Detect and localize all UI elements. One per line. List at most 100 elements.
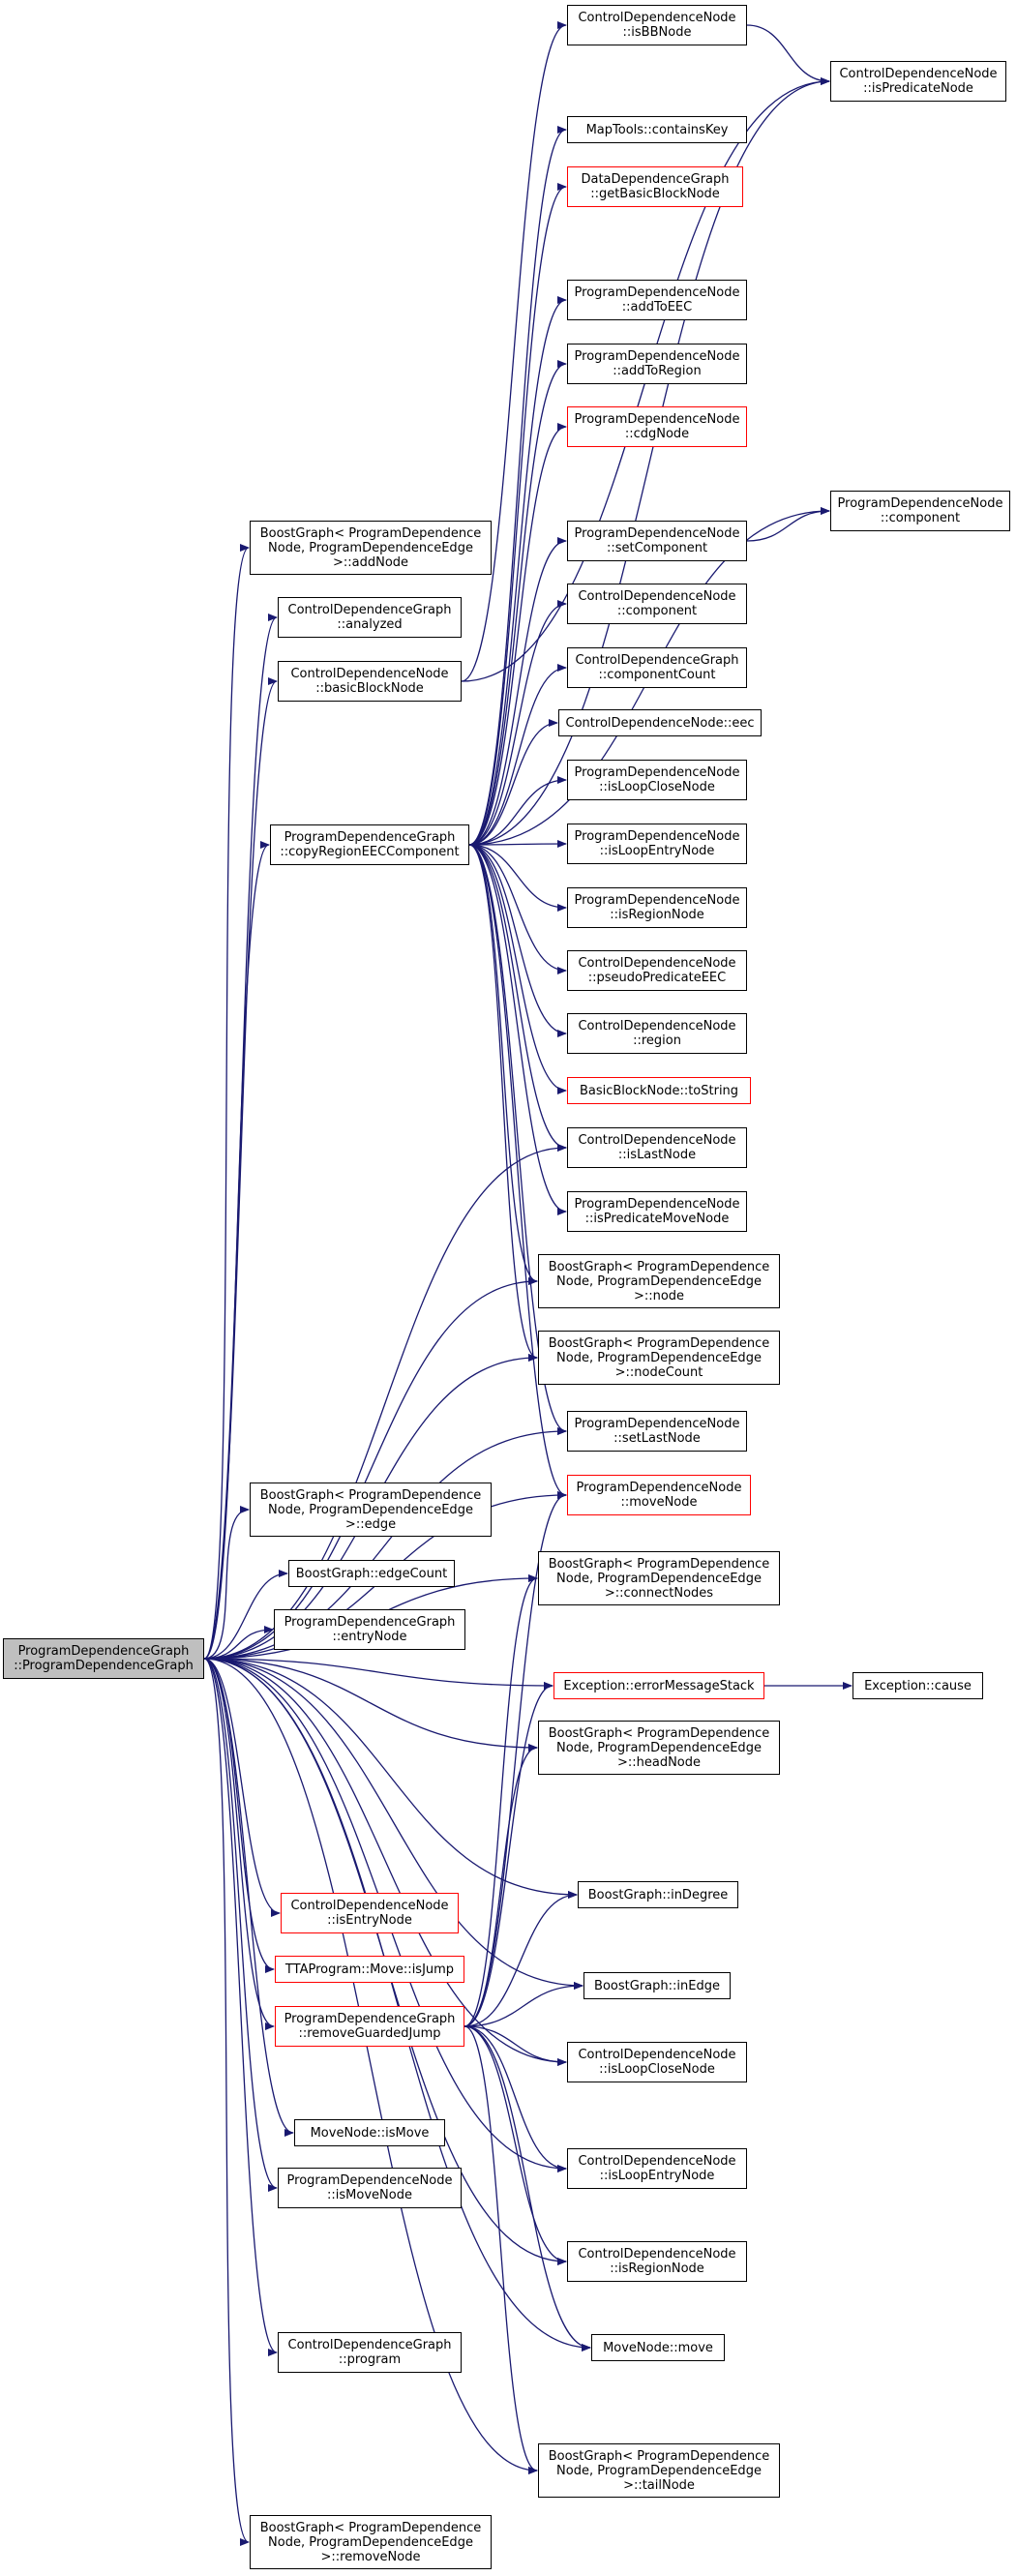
node-pdg-copy-region-eeccomponent[interactable]: ProgramDependenceGraph::copyRegionEECCom… (270, 824, 469, 865)
edge-pdg-copy-region-eeccomponent-to-cdn-region (468, 844, 567, 1037)
node-label-line: ::component (616, 604, 698, 618)
edge-pdg-root-to-exception-error-message-stack (203, 1658, 553, 1690)
node-cdn-eec[interactable]: ControlDependenceNode::eec (558, 709, 762, 736)
edge-pdg-root-to-bg-edge (203, 1506, 250, 1660)
edge-pdg-remove-guarded-jump-to-exception-error-message-stack (464, 1682, 553, 2027)
node-cdn-is-loop-close-node[interactable]: ControlDependenceNode::isLoopCloseNode (567, 2042, 747, 2082)
node-pdg-entry-node[interactable]: ProgramDependenceGraph::entryNode (274, 1609, 465, 1650)
node-movenode-is-move[interactable]: MoveNode::isMove (294, 2119, 445, 2146)
node-cdn-is-last-node[interactable]: ControlDependenceNode::isLastNode (567, 1127, 747, 1168)
node-bg-in-degree[interactable]: BoostGraph::inDegree (578, 1881, 738, 1908)
node-label-line: BasicBlockNode::toString (579, 1083, 739, 1098)
node-cdn-basic-block-node[interactable]: ControlDependenceNode::basicBlockNode (278, 661, 462, 702)
node-bg-edge-count[interactable]: BoostGraph::edgeCount (288, 1560, 455, 1587)
node-label-line: ProgramDependenceNode (574, 349, 740, 364)
edge-pdg-copy-region-eeccomponent-to-cdn-pseudo-predicate-eec (468, 844, 567, 974)
edge-pdg-root-to-cdn-is-loop-close-node (203, 1658, 567, 2066)
node-label-line: ::isPredicateMoveNode (584, 1212, 730, 1226)
node-maptools-contains-key[interactable]: MapTools::containsKey (567, 116, 747, 143)
node-label-line: MoveNode::move (603, 2340, 713, 2355)
node-label-line: ::isPredicateNode (863, 81, 973, 96)
edge-pdg-remove-guarded-jump-to-cdn-is-loop-entry-node (464, 2025, 567, 2172)
node-label-line: DataDependenceGraph (581, 172, 730, 187)
edge-pdg-root-to-movenode-is-move (203, 1658, 294, 2137)
node-label-line: ControlDependenceNode (578, 2048, 736, 2062)
node-label-line: ::isLoopCloseNode (599, 780, 715, 794)
node-pdn-cdg-node[interactable]: ProgramDependenceNode::cdgNode (567, 406, 747, 447)
node-cdn-is-loop-entry-node[interactable]: ControlDependenceNode::isLoopEntryNode (567, 2148, 747, 2189)
edge-pdg-remove-guarded-jump-to-bg-connect-nodes (464, 1574, 538, 2027)
node-pdn-is-loop-close-node[interactable]: ProgramDependenceNode::isLoopCloseNode (567, 760, 747, 800)
node-cdn-is-entry-node[interactable]: ControlDependenceNode::isEntryNode (281, 1893, 459, 1933)
edge-pdg-root-to-tta-is-jump (203, 1658, 275, 1973)
node-label-line: Node, ProgramDependenceEdge (556, 2463, 762, 2478)
node-label-line: ControlDependenceNode (290, 1899, 449, 1913)
edge-pdg-root-to-pdn-is-move-node (203, 1658, 278, 2192)
node-label-line: ProgramDependenceNode (574, 765, 740, 780)
node-label-line: ProgramDependenceNode (574, 526, 740, 541)
node-cdg-component-count[interactable]: ControlDependenceGraph::componentCount (567, 647, 747, 688)
node-pdn-add-to-region[interactable]: ProgramDependenceNode::addToRegion (567, 344, 747, 384)
node-cdn-component[interactable]: ControlDependenceNode::component (567, 584, 747, 624)
node-bbn-to-string[interactable]: BasicBlockNode::toString (567, 1077, 751, 1104)
edge-pdn-set-component-to-pdn-component (746, 507, 830, 542)
node-label-line: ControlDependenceNode (578, 2154, 736, 2169)
node-label-line: ::copyRegionEECComponent (280, 845, 460, 859)
node-cdn-pseudo-predicate-eec[interactable]: ControlDependenceNode::pseudoPredicateEE… (567, 950, 747, 991)
node-cdg-program[interactable]: ControlDependenceGraph::program (278, 2332, 462, 2373)
edge-pdg-root-to-pdg-copy-region-eeccomponent (203, 841, 270, 1660)
edge-pdg-remove-guarded-jump-to-bg-in-degree (464, 1891, 578, 2027)
node-pdn-component[interactable]: ProgramDependenceNode::component (830, 491, 1010, 531)
node-label-line: BoostGraph::edgeCount (295, 1566, 448, 1581)
node-cdn-is-predicate-node[interactable]: ControlDependenceNode::isPredicateNode (830, 61, 1006, 102)
node-bg-in-edge[interactable]: BoostGraph::inEdge (583, 1972, 731, 1999)
node-label-line: ::entryNode (332, 1630, 407, 1644)
edge-pdg-copy-region-eeccomponent-to-cdn-component (468, 600, 567, 846)
node-pdn-is-predicate-move-node[interactable]: ProgramDependenceNode::isPredicateMoveNo… (567, 1191, 747, 1232)
node-label-line: Node, ProgramDependenceEdge (556, 1740, 762, 1755)
edge-pdg-remove-guarded-jump-to-bg-head-node (464, 1744, 538, 2027)
node-pdn-set-last-node[interactable]: ProgramDependenceNode::setLastNode (567, 1411, 747, 1452)
edge-pdg-root-to-bg-in-edge (203, 1658, 583, 1990)
node-label-line: ProgramDependenceNode (574, 1197, 740, 1212)
node-label-line: ControlDependenceNode (578, 956, 736, 971)
node-pdn-is-loop-entry-node[interactable]: ProgramDependenceNode::isLoopEntryNode (567, 824, 747, 864)
node-label-line: Node, ProgramDependenceEdge (268, 2534, 473, 2550)
node-cdg-analyzed[interactable]: ControlDependenceGraph::analyzed (278, 597, 462, 638)
node-exception-cause[interactable]: Exception::cause (852, 1672, 983, 1699)
edge-pdg-root-to-bg-remove-node (203, 1658, 250, 2546)
node-pdg-remove-guarded-jump[interactable]: ProgramDependenceGraph::removeGuardedJum… (275, 2006, 464, 2047)
edge-pdg-copy-region-eeccomponent-to-cdn-eec (468, 719, 558, 846)
node-label-line: ::cdgNode (624, 427, 690, 441)
node-cdn-is-region-node[interactable]: ControlDependenceNode::isRegionNode (567, 2241, 747, 2282)
node-movenode-move[interactable]: MoveNode::move (591, 2334, 725, 2361)
edge-pdg-copy-region-eeccomponent-to-pdn-is-loop-entry-node (468, 840, 567, 849)
node-pdn-set-component[interactable]: ProgramDependenceNode::setComponent (567, 521, 747, 561)
node-pdn-add-to-eec[interactable]: ProgramDependenceNode::addToEEC (567, 280, 747, 320)
node-exception-error-message-stack[interactable]: Exception::errorMessageStack (553, 1672, 764, 1699)
node-cdn-is-bbnode[interactable]: ControlDependenceNode::isBBNode (567, 5, 747, 45)
edge-pdg-copy-region-eeccomponent-to-pdn-cdg-node (468, 423, 567, 846)
node-label-line: >::nodeCount (614, 1364, 703, 1380)
node-label-line: ::pseudoPredicateEEC (587, 971, 727, 985)
node-label-line: BoostGraph::inEdge (594, 1978, 720, 1993)
node-pdg-root[interactable]: ProgramDependenceGraph::ProgramDependenc… (3, 1638, 204, 1679)
edge-cdn-basic-block-node-to-cdn-is-bbnode (461, 21, 567, 682)
node-pdn-is-region-node[interactable]: ProgramDependenceNode::isRegionNode (567, 887, 747, 928)
node-ddg-get-basic-block-node[interactable]: DataDependenceGraph::getBasicBlockNode (567, 166, 743, 207)
node-pdn-is-move-node[interactable]: ProgramDependenceNode::isMoveNode (278, 2168, 462, 2208)
node-label-line: BoostGraph::inDegree (587, 1887, 729, 1902)
node-label-line: ProgramDependenceNode (576, 1481, 742, 1495)
node-tta-is-jump[interactable]: TTAProgram::Move::isJump (275, 1956, 464, 1983)
node-pdn-move-node[interactable]: ProgramDependenceNode::moveNode (567, 1475, 751, 1515)
edge-pdg-root-to-pdn-set-last-node (203, 1427, 567, 1660)
node-cdn-region[interactable]: ControlDependenceNode::region (567, 1013, 747, 1054)
